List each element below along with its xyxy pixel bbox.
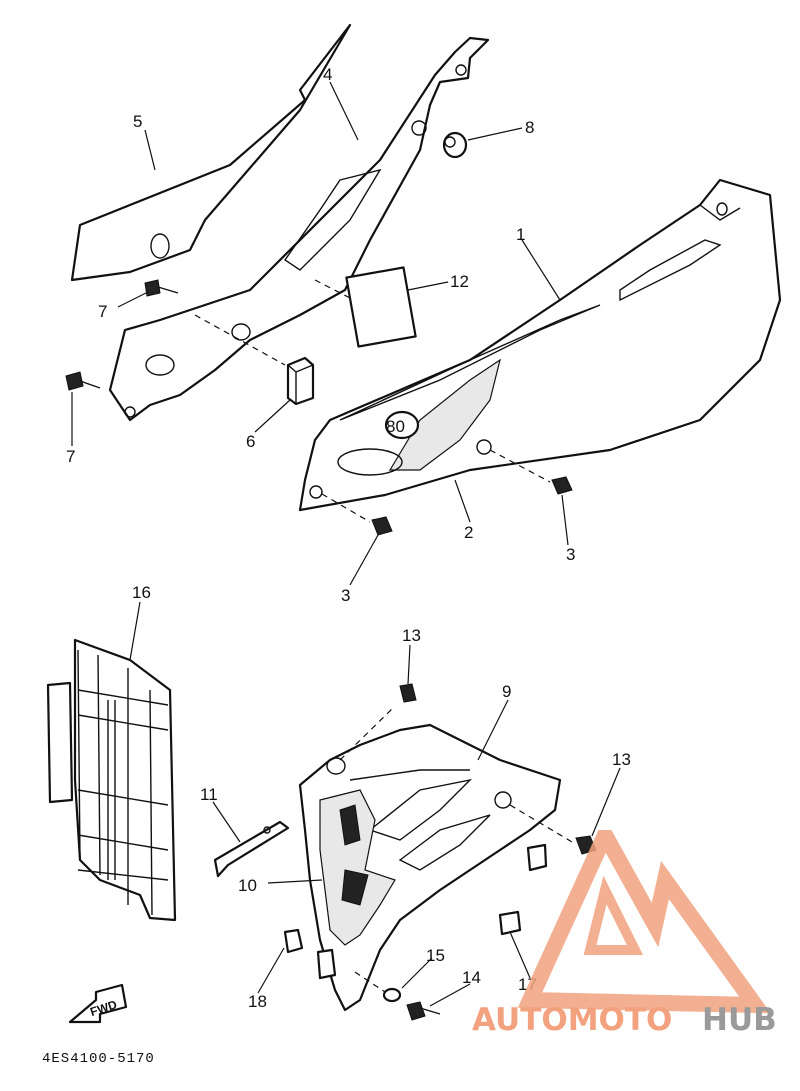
callout-9: 9 xyxy=(502,682,511,701)
part-17-clip-upper xyxy=(526,843,548,872)
part-14-bolt xyxy=(406,1001,441,1021)
watermark-text-primary: AUTOMOTO xyxy=(472,1002,672,1038)
part-5-side-plate xyxy=(70,23,352,282)
part-8-grommet xyxy=(442,131,468,159)
decal-number: 80 xyxy=(386,417,405,436)
part-16-radiator-guard xyxy=(46,638,177,922)
callout-18: 18 xyxy=(248,992,267,1011)
part-13-bolt-upper xyxy=(339,683,417,761)
callout-13-right: 13 xyxy=(612,750,631,769)
part-4-side-cover-bracket xyxy=(108,36,490,422)
triangle-logo-icon xyxy=(517,830,771,1014)
diagram-code: 4ES4100-5170 xyxy=(42,1051,155,1067)
leader-lines xyxy=(71,81,621,1007)
part-6-damper xyxy=(286,356,315,406)
part-10-shroud-graphic xyxy=(319,789,396,946)
watermark-logo: AUTOMOTO HUB xyxy=(472,830,777,1038)
part-7-bolt-upper xyxy=(144,279,179,297)
callout-13-upper: 13 xyxy=(402,626,421,645)
part-9-radiator-shroud xyxy=(298,723,562,1012)
part-1-side-cover: 80 xyxy=(298,178,782,512)
part-12-label xyxy=(345,266,417,348)
callout-4: 4 xyxy=(323,65,332,84)
part-11-strip xyxy=(213,820,290,878)
callout-5: 5 xyxy=(133,112,142,131)
watermark-text-secondary: HUB xyxy=(702,1002,777,1038)
callout-8: 8 xyxy=(525,118,534,137)
callout-15: 15 xyxy=(426,946,445,965)
part-3-bolt-left xyxy=(321,493,393,536)
callout-3-right: 3 xyxy=(566,545,575,564)
callout-2: 2 xyxy=(464,523,473,542)
callout-12: 12 xyxy=(450,272,469,291)
callout-10: 10 xyxy=(238,876,257,895)
callout-numbers: 5 4 8 1 12 7 7 6 2 3 3 16 13 9 13 11 10 … xyxy=(66,65,631,1011)
callout-7-upper: 7 xyxy=(98,302,107,321)
fwd-arrow-icon: FWD xyxy=(68,983,128,1024)
part-15-washer xyxy=(382,987,402,1003)
fwd-label: FWD xyxy=(88,997,119,1019)
part-3-bolt-right xyxy=(489,449,573,495)
callout-11: 11 xyxy=(200,785,218,804)
part-17-clip-lower xyxy=(498,910,522,936)
callout-1: 1 xyxy=(516,225,525,244)
callout-3-left: 3 xyxy=(341,586,350,605)
callout-7-lower: 7 xyxy=(66,447,75,466)
callout-16: 16 xyxy=(132,583,151,602)
callout-6: 6 xyxy=(246,432,255,451)
part-7-bolt-lower xyxy=(65,371,101,391)
part-18-clip xyxy=(283,928,337,980)
callout-14: 14 xyxy=(462,968,481,987)
